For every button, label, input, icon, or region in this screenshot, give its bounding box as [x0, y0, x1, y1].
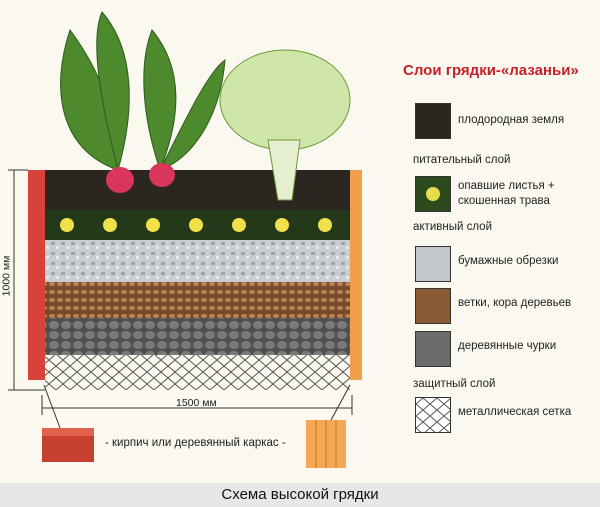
group-nutrient: питательный слой	[413, 154, 511, 166]
frame-note: - кирпич или деревянный каркас -	[105, 437, 286, 449]
group-protective: защитный слой	[413, 378, 496, 390]
wood-frame-icon	[306, 420, 346, 468]
swatch-paper	[415, 246, 451, 282]
wood-wall	[350, 170, 362, 380]
layer-soil	[45, 170, 350, 210]
brick-wall	[28, 170, 45, 380]
legend-leaves-1: опавшие листья +	[458, 180, 555, 192]
legend-title: Слои грядки-«лазаньи»	[403, 62, 579, 79]
layer-mesh	[45, 355, 350, 390]
swatch-mesh	[415, 397, 451, 433]
beet-plants	[60, 11, 226, 193]
legend-mesh: металлическая сетка	[458, 406, 572, 418]
group-active: активный слой	[413, 221, 493, 233]
swatch-soil	[415, 103, 451, 139]
legend-bark: ветки, кора деревьев	[458, 297, 572, 309]
height-label: 1000 мм	[0, 255, 13, 297]
legend-soil: плодородная земля	[458, 114, 565, 126]
lettuce-plant	[219, 49, 351, 201]
layer-chips	[45, 318, 350, 355]
dimension-lines	[8, 169, 353, 429]
leaf-dots	[60, 218, 332, 232]
caption: Схема высокой грядки	[0, 483, 600, 507]
layer-bark	[45, 282, 350, 318]
width-label: 1500 мм	[176, 397, 217, 409]
brick-icon	[42, 428, 94, 462]
swatch-leaves	[415, 176, 451, 212]
bed-layers	[45, 170, 350, 390]
legend-chips: деревянные чурки	[458, 340, 557, 352]
swatch-chips	[415, 331, 451, 367]
layer-paper	[45, 240, 350, 282]
swatch-bark	[415, 288, 451, 324]
legend-paper: бумажные обрезки	[458, 255, 559, 267]
raised-bed-diagram	[8, 11, 362, 468]
legend-leaves-2: скошенная трава	[458, 195, 550, 207]
